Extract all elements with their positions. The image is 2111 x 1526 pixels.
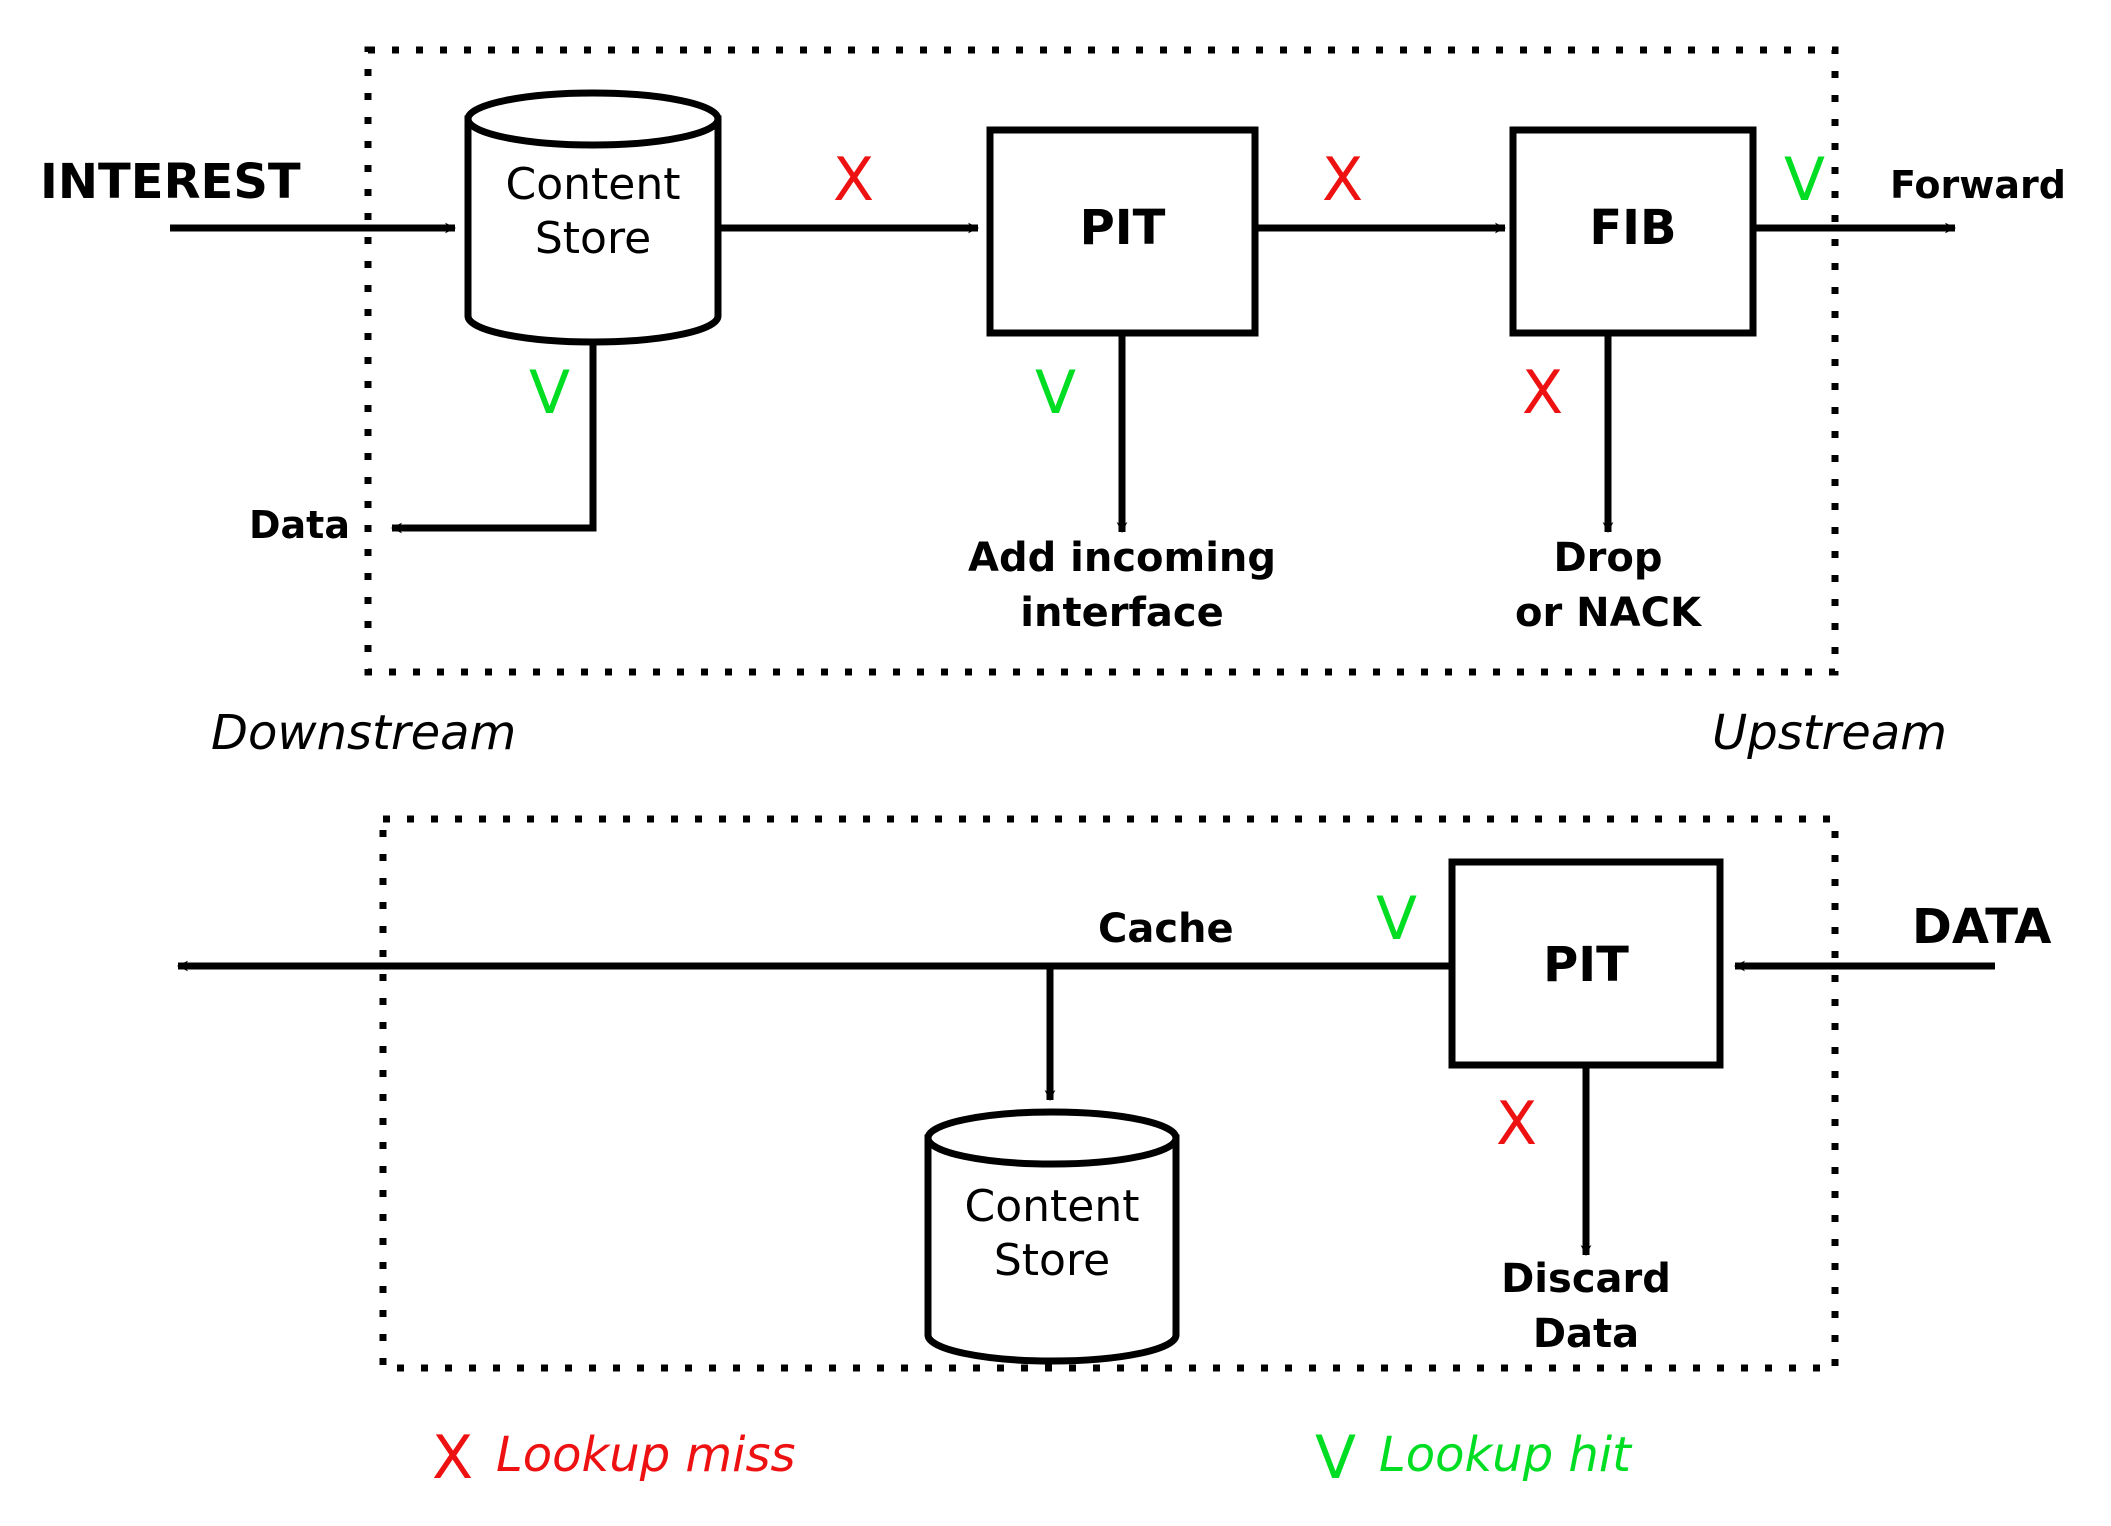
discard-data-label-line2: Data (1532, 1311, 1640, 1357)
drop-or-nack-label-line2: or NACK (1515, 590, 1701, 636)
legend-hit-label: Lookup hit (1379, 1427, 1631, 1483)
fib-to-drop-miss-mark: X (1522, 358, 1564, 428)
data-input-label: DATA (1912, 899, 2052, 955)
content-store-bottom-label-line1: Content (964, 1181, 1140, 1232)
add-incoming-interface-label-line2: interface (1020, 590, 1224, 636)
pit-box-bottom (1448, 858, 1724, 1069)
forward-output-label: Forward (1890, 163, 2066, 207)
pit-to-add-hit-mark: V (1035, 358, 1077, 428)
data-plane-boundary (379, 815, 1839, 1372)
fib-box (1509, 126, 1757, 337)
cache-edge-label: Cache (1098, 906, 1234, 952)
discard-data-label-line1: Discard (1501, 1256, 1671, 1302)
cs-to-pit-miss-mark: X (833, 145, 875, 215)
upstream-label: Upstream (1712, 705, 1947, 761)
interest-plane-boundary (364, 46, 1839, 676)
content-store-cylinder-top (464, 89, 722, 346)
cs-to-data-arrow (391, 342, 597, 534)
content-store-top-label-line2: Store (534, 213, 652, 264)
fib-box-label: FIB (1589, 200, 1677, 256)
content-store-cylinder-bottom (924, 1108, 1180, 1365)
cs-to-data-hit-mark: V (529, 358, 571, 428)
content-store-top-label-line1: Content (505, 159, 681, 210)
downstream-label: Downstream (211, 705, 517, 761)
drop-or-nack-label-line1: Drop (1553, 535, 1663, 581)
legend-miss-symbol: X (432, 1423, 474, 1493)
data-output-label: Data (249, 503, 350, 547)
interest-input-label: INTEREST (40, 154, 301, 210)
fib-to-forward-hit-mark: V (1784, 145, 1826, 215)
content-store-bottom-label-line2: Store (993, 1235, 1111, 1286)
pit-miss-mark-bottom: X (1496, 1089, 1538, 1159)
pit-box-top-label: PIT (1079, 200, 1166, 256)
add-incoming-interface-label-line1: Add incoming (967, 535, 1277, 581)
pit-to-fib-miss-mark: X (1322, 145, 1364, 215)
pit-box-bottom-label: PIT (1543, 937, 1629, 993)
pit-hit-mark-bottom: V (1376, 884, 1418, 954)
legend-hit-symbol: V (1315, 1423, 1357, 1493)
legend-miss-label: Lookup miss (496, 1427, 796, 1483)
